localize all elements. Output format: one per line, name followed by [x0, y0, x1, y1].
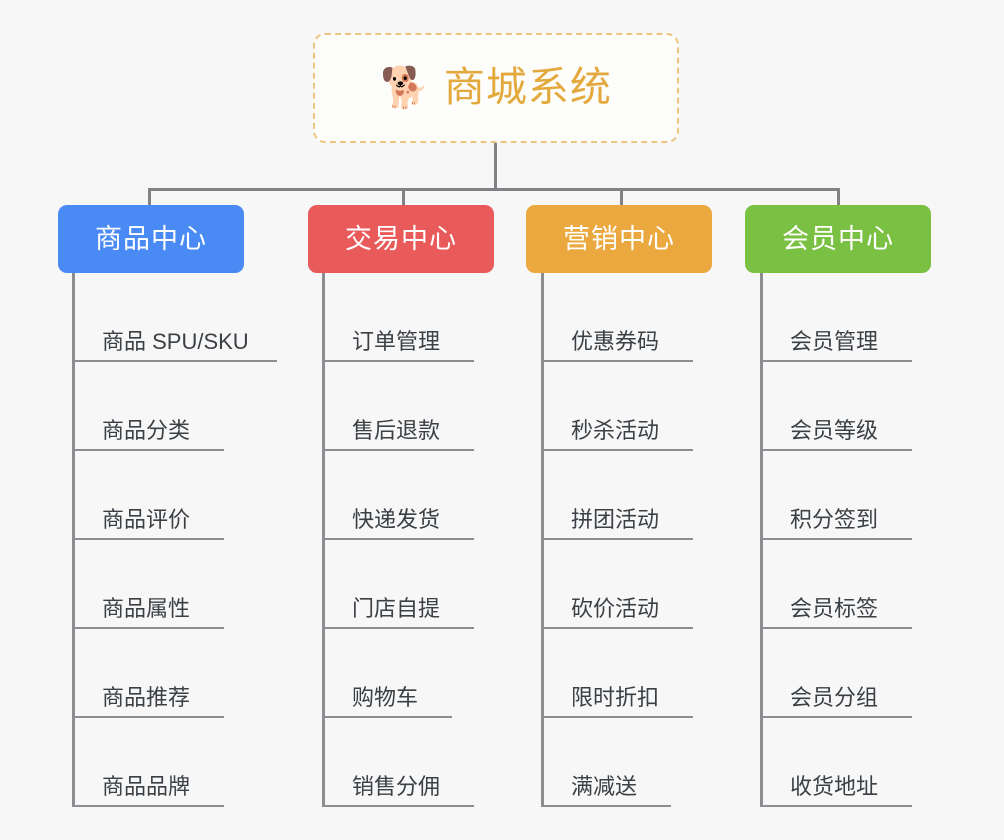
connector-drop-3: [620, 188, 623, 207]
leaf-rule: [322, 360, 474, 362]
leaf-rule: [760, 449, 912, 451]
shiba-dog-icon: 🐕: [380, 66, 430, 110]
branch-spine-3: [541, 273, 544, 807]
leaf-label: 商品分类: [102, 418, 191, 443]
leaf-label: 商品评价: [102, 507, 191, 532]
leaf-rule: [322, 805, 474, 807]
leaf-label: 购物车: [352, 685, 419, 710]
leaf-rule: [72, 805, 224, 807]
leaf-rule: [760, 360, 912, 362]
leaf-label: 优惠券码: [571, 329, 660, 354]
leaf-label: 门店自提: [352, 596, 441, 621]
root-title: 商城系统: [443, 64, 612, 111]
connector-bus: [148, 188, 840, 191]
leaf-rule: [541, 716, 693, 718]
leaf-label: 砍价活动: [571, 596, 660, 621]
leaf-rule: [322, 627, 474, 629]
leaf-label: 商品推荐: [102, 685, 191, 710]
category-box-3[interactable]: 营销中心: [526, 205, 712, 273]
category-label-4: 会员中心: [782, 223, 894, 254]
leaf-rule: [72, 449, 224, 451]
leaf-rule: [322, 538, 474, 540]
root-node[interactable]: 🐕 商城系统: [313, 33, 679, 143]
connector-drop-2: [402, 188, 405, 207]
connector-root-stem: [494, 143, 497, 190]
leaf-label: 秒杀活动: [571, 418, 660, 443]
leaf-rule: [760, 538, 912, 540]
leaf-rule: [541, 360, 693, 362]
leaf-rule: [541, 538, 693, 540]
branch-spine-4: [760, 273, 763, 807]
category-label-1: 商品中心: [95, 223, 207, 254]
leaf-rule: [72, 360, 277, 362]
category-box-1[interactable]: 商品中心: [58, 205, 244, 273]
leaf-label: 会员标签: [790, 596, 879, 621]
leaf-rule: [760, 805, 912, 807]
category-label-3: 营销中心: [563, 223, 675, 254]
category-label-2: 交易中心: [345, 223, 457, 254]
leaf-rule: [72, 538, 224, 540]
category-box-2[interactable]: 交易中心: [308, 205, 494, 273]
leaf-label: 会员等级: [790, 418, 879, 443]
leaf-label: 会员管理: [790, 329, 879, 354]
leaf-rule: [72, 627, 224, 629]
branch-spine-1: [72, 273, 75, 807]
leaf-label: 商品品牌: [102, 774, 191, 799]
leaf-label: 拼团活动: [571, 507, 660, 532]
leaf-label: 积分签到: [790, 507, 879, 532]
leaf-label: 商品 SPU/SKU: [102, 329, 249, 354]
leaf-label: 商品属性: [102, 596, 191, 621]
leaf-rule: [322, 716, 452, 718]
leaf-rule: [760, 627, 912, 629]
leaf-rule: [760, 716, 912, 718]
leaf-label: 收货地址: [790, 774, 879, 799]
leaf-label: 订单管理: [352, 329, 441, 354]
connector-drop-1: [148, 188, 151, 207]
leaf-rule: [541, 805, 671, 807]
leaf-rule: [72, 716, 224, 718]
category-box-4[interactable]: 会员中心: [745, 205, 931, 273]
leaf-rule: [541, 627, 693, 629]
connector-drop-4: [837, 188, 840, 207]
leaf-label: 销售分佣: [352, 774, 441, 799]
leaf-label: 快递发货: [352, 507, 441, 532]
branch-spine-2: [322, 273, 325, 807]
leaf-label: 满减送: [571, 774, 638, 799]
leaf-label: 会员分组: [790, 685, 879, 710]
leaf-label: 限时折扣: [571, 685, 660, 710]
leaf-rule: [322, 449, 474, 451]
leaf-rule: [541, 449, 693, 451]
leaf-label: 售后退款: [352, 418, 441, 443]
